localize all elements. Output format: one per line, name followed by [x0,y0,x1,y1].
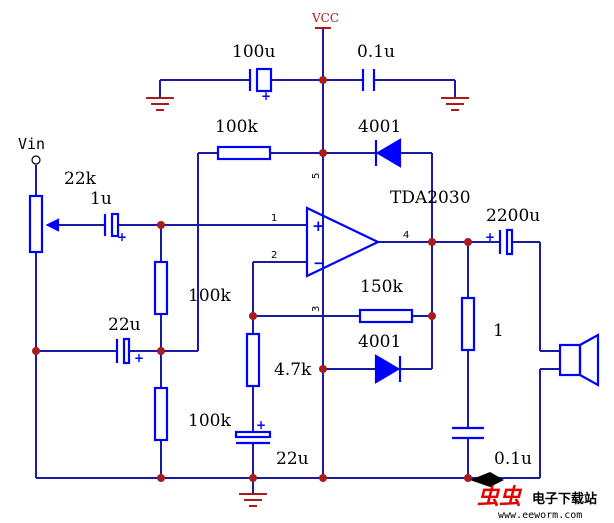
opamp-minus: − [313,254,326,272]
pin-4: 4 [403,230,409,241]
label-0-1u-bottom: 0.1u [494,449,532,469]
resistor-100k-mid [153,260,169,316]
label-100u: 100u [232,42,275,62]
label-150k: 150k [360,277,403,297]
junction-diode-bottom [319,365,327,373]
junction-output-left [428,238,436,246]
diode-icon [374,138,402,168]
cap-plus-22u-bottom: + [256,418,266,432]
label-100k-top: 100k [215,117,258,137]
junction-output-right [464,238,472,246]
label-4001-top: 4001 [358,117,401,137]
ground-icon [146,97,469,507]
components [28,67,600,445]
junction-gnd-1 [157,474,165,482]
junction-gnd-3 [319,474,327,482]
cap-plus-100u: + [261,89,271,103]
logo-glyphs: 虫虫 [477,485,523,510]
watermark-site-name: 电子下载站 [532,491,597,507]
watermark: 虫虫 电子下载站 www.eeworm.com [470,472,597,521]
speaker-icon [558,333,600,387]
label-4001-bottom: 4001 [358,332,401,352]
label-1-ohm: 1 [493,321,504,341]
label-0-1u-top: 0.1u [357,42,395,62]
label-2200u: 2200u [486,206,540,226]
junction-gnd-4 [464,474,472,482]
resistor-1 [460,296,476,352]
label-vin: Vin [18,135,45,153]
cap-plus-22u-left: + [134,351,144,365]
label-4-7k: 4.7k [274,360,312,380]
resistor-4-7k [245,332,261,388]
opamp-icon [305,206,381,278]
label-tda2030: TDA2030 [390,188,471,208]
cap-plus-2200u: + [485,230,495,244]
resistor-100k-bottom [153,386,169,442]
junction-input [157,221,165,229]
capacitor-0-1u-bottom [452,426,484,440]
junction-150k-right [428,312,436,320]
capacitor-2200u [498,228,514,256]
wires [35,28,560,494]
capacitor-1u [103,212,120,238]
label-1u: 1u [90,189,112,209]
label-100k-bottom: 100k [188,411,231,431]
capacitor-100u [248,67,273,93]
eeworm-logo-icon: 虫虫 [470,472,523,510]
vcc-symbol: VCC [311,11,339,29]
junction-bias-left [32,347,40,355]
pin-5: 5 [311,173,322,179]
potentiometer-22k [28,194,60,254]
cap-plus-1u: + [117,230,127,244]
watermark-url: www.eeworm.com [498,510,582,521]
junction-vcc-top [319,76,327,84]
capacitor-22u-bottom [234,430,272,445]
junction-vcc-feedback [319,149,327,157]
junction-bias-mid [157,347,165,355]
opamp-plus: + [312,217,325,235]
vin-terminal [31,155,41,165]
label-22u-left: 22u [108,315,141,335]
pin-1: 1 [271,213,277,224]
junction-inv-input [249,312,257,320]
junction-dots [32,76,472,482]
label-100k-mid: 100k [188,286,231,306]
labels: Vin 100u 0.1u 100k 4001 22k 1u TDA2030 2… [18,42,540,469]
label-22u-bottom: 22u [276,449,309,469]
resistor-100k-top [216,145,272,161]
resistor-150k [358,308,414,324]
pin-3: 3 [311,306,322,312]
diode-bottom [374,354,402,384]
capacitor-0-1u-top [361,69,376,91]
label-22k: 22k [64,169,97,189]
pin-2: 2 [271,250,277,261]
junction-gnd-2 [249,474,257,482]
vcc-label: VCC [311,11,339,25]
capacitor-22u-left [115,337,131,365]
